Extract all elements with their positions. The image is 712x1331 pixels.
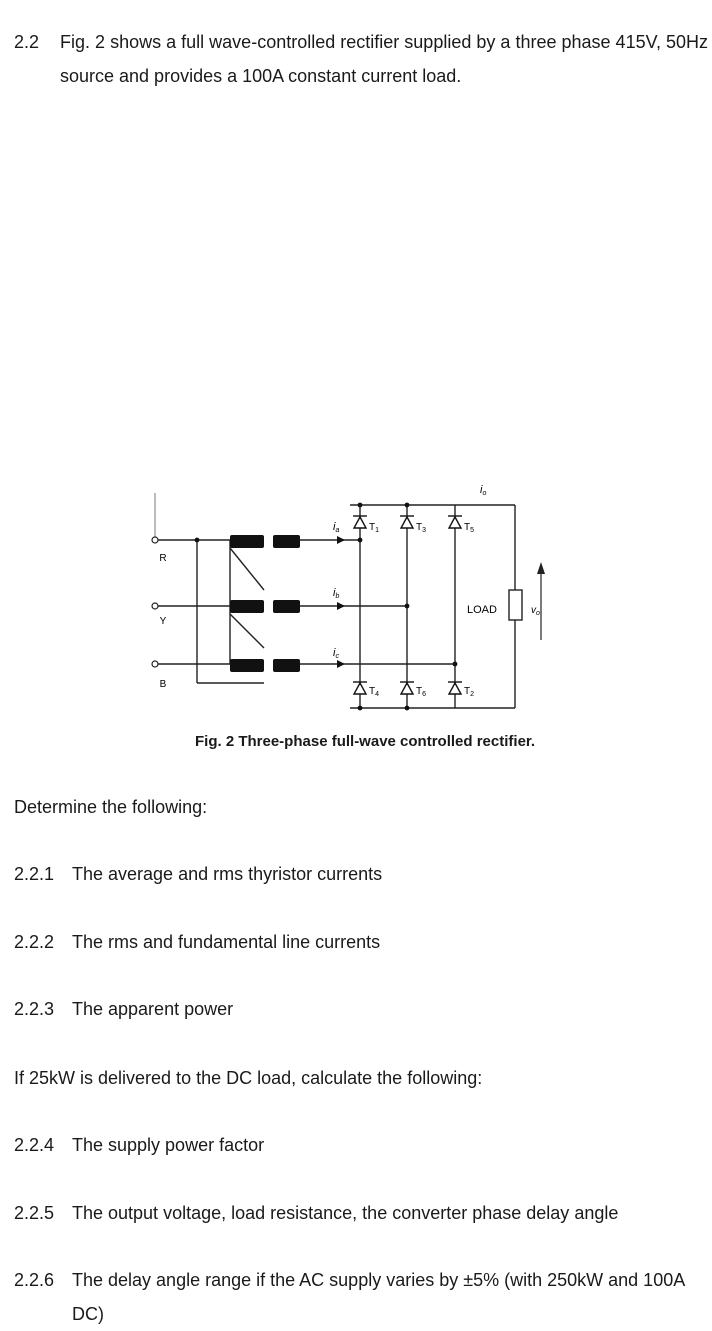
sub-question-number: 2.2.3 <box>14 999 55 1019</box>
current-ib-label: ib <box>333 587 339 600</box>
sub-question-number: 2.2.4 <box>14 1135 55 1155</box>
determine-heading: Determine the following: <box>14 797 208 817</box>
sub-question-text: The output voltage, load resistance, the… <box>72 1203 619 1223</box>
sub-question-text: The apparent power <box>72 999 234 1019</box>
sub-question-number: 2.2.5 <box>14 1203 55 1223</box>
question-text: Fig. 2 shows a full wave-controlled rect… <box>60 32 708 86</box>
sub-question-text: The delay angle range if the AC supply v… <box>72 1270 685 1324</box>
sub-question-text: The rms and fundamental line currents <box>72 932 381 952</box>
voltage-vo-label: vo <box>531 605 540 617</box>
load-label: LOAD <box>467 604 497 616</box>
thyristor-t2-label: T2 <box>464 686 474 698</box>
phase-y-label: Y <box>160 616 167 627</box>
condition-text: If 25kW is delivered to the DC load, cal… <box>14 1068 483 1088</box>
thyristor-t3-label: T3 <box>416 522 426 534</box>
rectifier-circuit-diagram: R Y B LOAD ia ib ic io vo T1 T3 T5 T4 T6… <box>151 484 545 711</box>
sub-question-text: The supply power factor <box>72 1135 265 1155</box>
sub-question-text: The average and rms thyristor currents <box>72 864 383 884</box>
question-number: 2.2 <box>14 32 40 52</box>
current-ia-label: ia <box>333 521 339 534</box>
sub-question-number: 2.2.2 <box>14 932 55 952</box>
phase-b-label: B <box>160 679 167 690</box>
sub-question-number: 2.2.1 <box>14 864 55 884</box>
figure-caption: Fig. 2 Three-phase full-wave controlled … <box>195 733 536 750</box>
thyristor-t5-label: T5 <box>464 522 474 534</box>
current-io-label: io <box>480 484 486 497</box>
thyristor-t1-label: T1 <box>369 522 379 534</box>
phase-r-label: R <box>159 553 166 564</box>
thyristor-t6-label: T6 <box>416 686 426 698</box>
sub-question-number: 2.2.6 <box>14 1270 55 1290</box>
thyristor-t4-label: T4 <box>369 686 379 698</box>
current-ic-label: ic <box>333 647 339 660</box>
